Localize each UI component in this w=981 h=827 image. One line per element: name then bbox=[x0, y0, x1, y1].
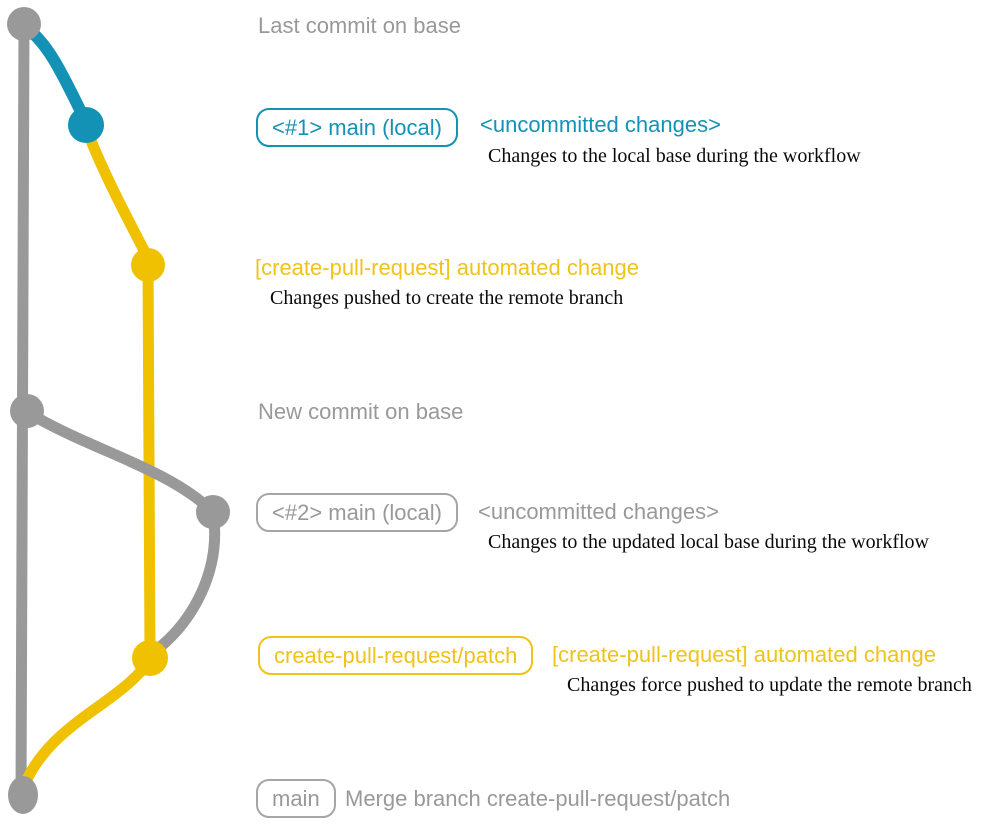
commit-node-automated-2 bbox=[132, 640, 168, 676]
last-commit-label: Last commit on base bbox=[258, 13, 461, 38]
uncommitted-changes-heading-2: <uncommitted changes> bbox=[478, 499, 719, 524]
local-main-branch-line bbox=[18, 20, 92, 128]
badge-main-local-1: <#1> main (local) bbox=[256, 108, 458, 147]
automated-change-caption-1: Changes pushed to create the remote bran… bbox=[270, 287, 624, 309]
badge-main-local-2: <#2> main (local) bbox=[256, 493, 458, 532]
commit-graph bbox=[7, 7, 230, 814]
rebase-curve-out bbox=[21, 406, 219, 518]
new-commit-label: New commit on base bbox=[258, 399, 464, 424]
commit-node-last-base bbox=[7, 7, 41, 41]
commit-node-automated-1 bbox=[131, 248, 165, 282]
merge-branch-text: Merge branch create-pull-request/patch bbox=[345, 786, 731, 811]
commit-node-merge bbox=[8, 776, 38, 814]
automated-change-caption-2: Changes force pushed to update the remot… bbox=[567, 674, 972, 696]
pr-branch-line bbox=[142, 256, 156, 661]
badge-main: main bbox=[256, 779, 336, 818]
badge-pr-branch: create-pull-request/patch bbox=[258, 636, 534, 675]
pr-merge-curve bbox=[17, 654, 156, 794]
uncommitted-changes-caption-1: Changes to the local base during the wor… bbox=[488, 145, 861, 167]
uncommitted-changes-heading-1: <uncommitted changes> bbox=[480, 112, 721, 137]
pr-branch-curve-top bbox=[80, 122, 153, 262]
automated-change-heading-1: [create-pull-request] automated change bbox=[255, 255, 640, 280]
rebase-curve-in bbox=[148, 506, 221, 658]
commit-node-local-main-2 bbox=[196, 495, 230, 529]
commit-node-new-base bbox=[10, 394, 44, 428]
uncommitted-changes-caption-2: Changes to the updated local base during… bbox=[488, 531, 929, 553]
commit-node-local-main-1 bbox=[68, 107, 104, 143]
automated-change-heading-2: [create-pull-request] automated change bbox=[552, 642, 937, 667]
